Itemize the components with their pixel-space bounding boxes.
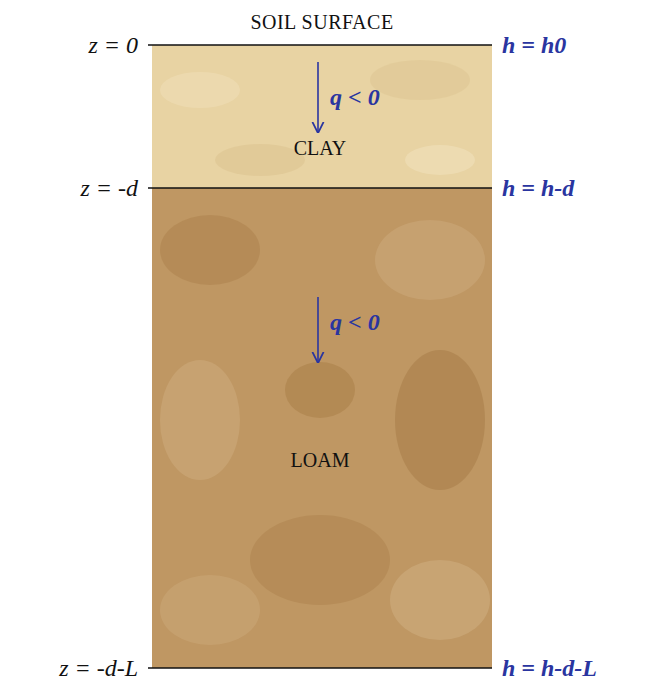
flux-label: q < 0 <box>330 84 380 110</box>
bottom-line <box>148 667 492 669</box>
flux-arrow <box>317 297 319 362</box>
clay-fill <box>152 45 492 188</box>
flux-arrow <box>317 62 319 132</box>
interface-line <box>148 187 492 189</box>
head-label: h = h0 <box>502 32 566 58</box>
clay-layer: q < 0 CLAY <box>152 45 492 188</box>
depth-label: z = -d-L <box>59 655 138 681</box>
depth-label: z = -d <box>80 175 138 201</box>
surface-label: SOIL SURFACE <box>250 11 393 33</box>
depth-label: z = 0 <box>88 32 138 58</box>
flux-label: q < 0 <box>330 309 380 335</box>
surface-line <box>148 44 492 46</box>
layer-name: LOAM <box>291 449 350 471</box>
head-label: h = h-d <box>502 175 574 201</box>
layer-name: CLAY <box>294 137 347 159</box>
loam-fill <box>152 188 492 668</box>
loam-layer: q < 0 LOAM <box>152 188 492 668</box>
head-label: h = h-d-L <box>502 655 597 681</box>
loam-texture <box>160 215 490 645</box>
clay-texture <box>160 60 475 176</box>
